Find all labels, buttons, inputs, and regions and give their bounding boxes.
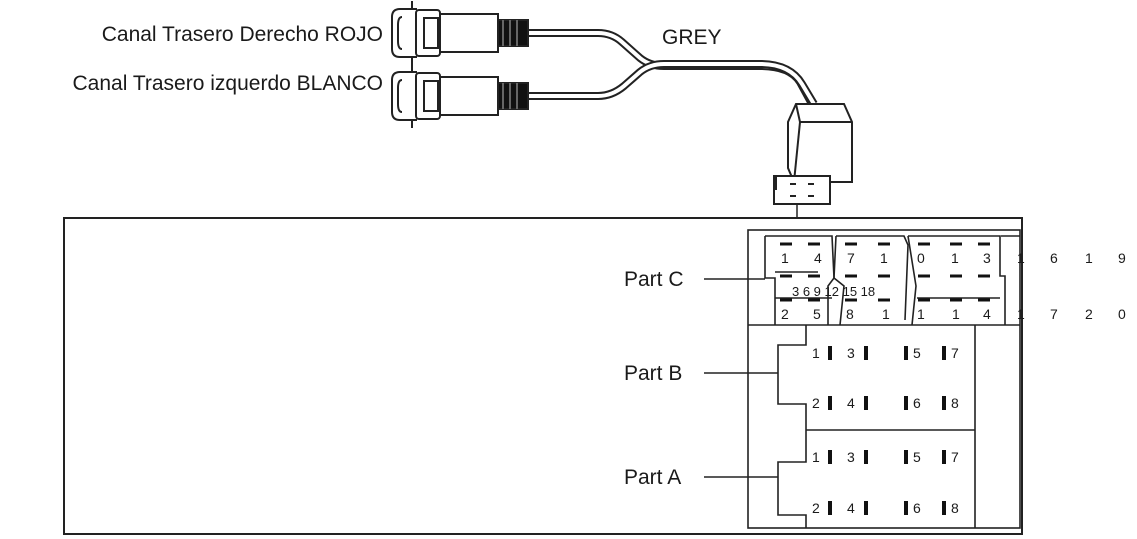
part-c-outside-bottom-1: 1 — [1017, 306, 1025, 322]
part-a-connector — [777, 430, 807, 528]
part-b-pin-6: 6 — [913, 395, 921, 411]
part-b-connector — [777, 325, 807, 430]
part-b-pin-1: 1 — [812, 345, 820, 361]
rca-plug-right — [391, 1, 529, 64]
part-c-top-3: 7 — [847, 250, 855, 266]
part-a-pin-2: 2 — [812, 500, 820, 516]
iso-connector-block — [747, 229, 1021, 529]
part-c-top-2: 4 — [814, 250, 822, 266]
part-a-pin-6: 6 — [913, 500, 921, 516]
label-rca-left: Canal Trasero izquerdo BLANCO — [73, 72, 383, 95]
part-c-connector — [764, 235, 1020, 326]
part-b-pin-2: 2 — [812, 395, 820, 411]
part-c-outside-bottom-2: 7 — [1050, 306, 1058, 322]
rca-plug-left — [391, 64, 529, 128]
part-a-pin-7: 7 — [951, 449, 959, 465]
part-b-pin-4: 4 — [847, 395, 855, 411]
part-c-middle-row: 3 6 9 12 15 18 — [792, 284, 875, 299]
part-c-top-6: 1 — [951, 250, 959, 266]
part-c-bottom-4: 1 — [882, 306, 890, 322]
part-a-pins: 1 3 5 7 2 4 6 8 — [812, 449, 959, 516]
part-c-bottom-7: 4 — [983, 306, 991, 322]
part-c-top-1: 1 — [781, 250, 789, 266]
label-rca-right: Canal Trasero Derecho ROJO — [102, 23, 383, 46]
rca-cable-assembly — [528, 29, 818, 107]
part-c-top-7: 3 — [983, 250, 991, 266]
part-c-bottom-3: 8 — [846, 306, 854, 322]
part-c-top-4: 1 — [880, 250, 888, 266]
part-c-top-5: 0 — [917, 250, 925, 266]
part-b-pin-8: 8 — [951, 395, 959, 411]
cable-connector — [773, 103, 853, 252]
part-labels: Part C Part B Part A — [624, 268, 778, 489]
part-c-pin-marks — [780, 242, 990, 302]
part-c-bottom-6: 1 — [952, 306, 960, 322]
part-c-bottom-1: 2 — [781, 306, 789, 322]
part-c-outside-top-3: 1 — [1085, 250, 1093, 266]
part-a-pin-4: 4 — [847, 500, 855, 516]
part-a-pin-8: 8 — [951, 500, 959, 516]
part-a-pin-3: 3 — [847, 449, 855, 465]
part-c-bottom-5: 1 — [917, 306, 925, 322]
radio-chassis — [63, 217, 1023, 535]
label-cable-grey: GREY — [662, 26, 722, 49]
part-c-outside-top-4: 9 — [1118, 250, 1126, 266]
part-b-pin-5: 5 — [913, 345, 921, 361]
part-c-outside-top-2: 6 — [1050, 250, 1058, 266]
label-part-a: Part A — [624, 466, 681, 489]
part-c-pin-numbers: 1 4 7 1 0 1 3 3 6 9 12 15 18 2 5 8 1 1 1… — [781, 250, 1126, 322]
part-c-outside-bottom-4: 0 — [1118, 306, 1126, 322]
part-c-outside-bottom-3: 2 — [1085, 306, 1093, 322]
part-b-pin-3: 3 — [847, 345, 855, 361]
label-part-c: Part C — [624, 268, 684, 291]
label-part-b: Part B — [624, 362, 682, 385]
part-a-pin-1: 1 — [812, 449, 820, 465]
part-c-outside-top-1: 1 — [1017, 250, 1025, 266]
part-a-pin-5: 5 — [913, 449, 921, 465]
part-b-pins: 1 3 5 7 2 4 6 8 — [812, 345, 959, 411]
part-b-pin-7: 7 — [951, 345, 959, 361]
part-c-bottom-2: 5 — [813, 306, 821, 322]
